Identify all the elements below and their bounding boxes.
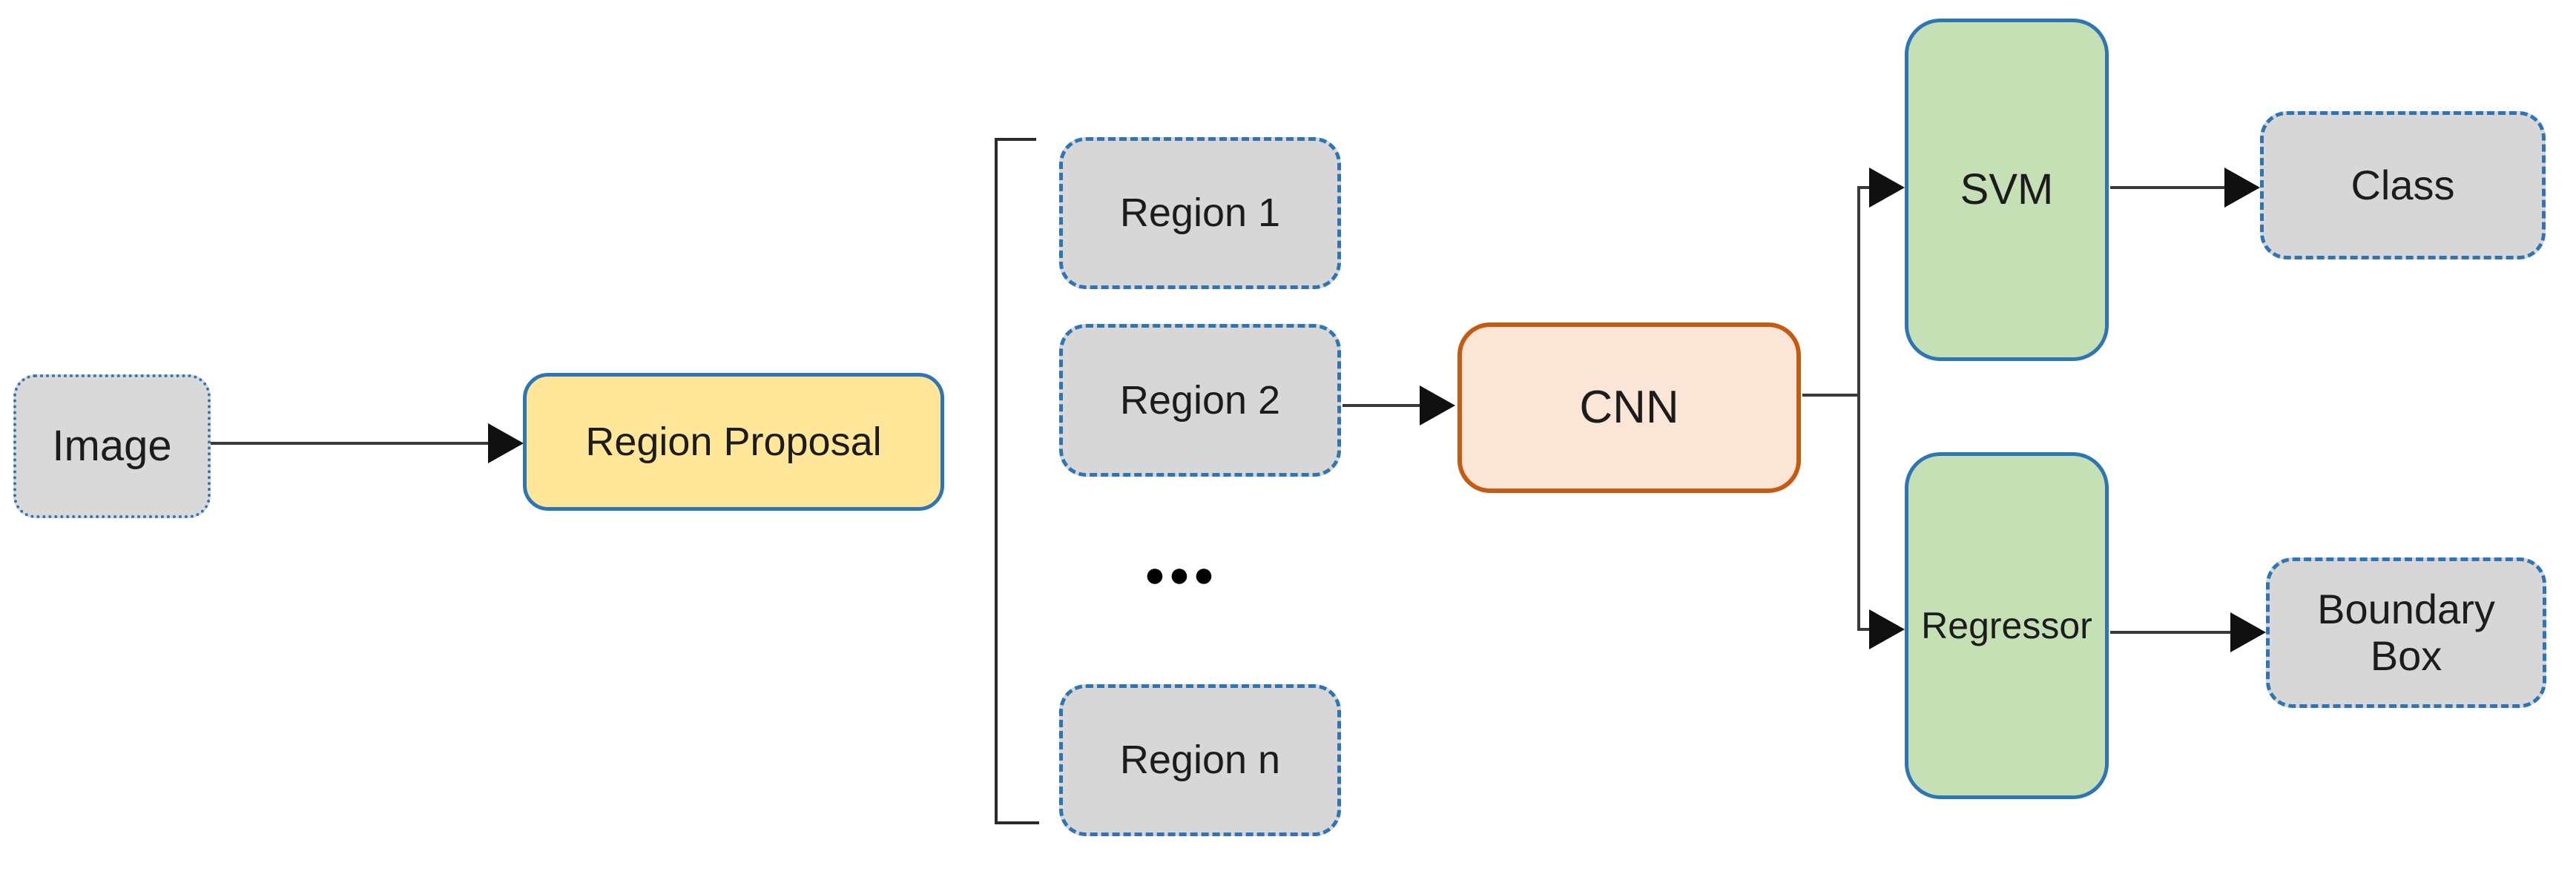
edge-regressor-to-boundary-box xyxy=(2110,631,2230,634)
node-image: Image xyxy=(13,374,211,518)
arrowhead-svm xyxy=(1869,168,1905,208)
ellipsis-dots-glyph: ●●● xyxy=(1144,554,1218,595)
regions-bracket-bottom-tick xyxy=(995,821,1039,824)
arrowhead-cnn xyxy=(1420,385,1455,426)
node-region-1: Region 1 xyxy=(1059,137,1341,289)
node-region-proposal: Region Proposal xyxy=(523,373,944,511)
node-region-2: Region 2 xyxy=(1059,324,1341,477)
regions-bracket-vertical xyxy=(995,138,998,824)
node-regressor: Regressor xyxy=(1905,452,2109,799)
edge-cnn-to-branch xyxy=(1802,394,1860,397)
node-cnn-label: CNN xyxy=(1579,382,1679,434)
edge-image-to-region-proposal xyxy=(211,442,490,445)
edge-svm-to-class xyxy=(2110,186,2226,189)
node-image-label: Image xyxy=(52,421,172,470)
node-class-label: Class xyxy=(2351,161,2455,208)
ellipsis-dots: ●●● xyxy=(1121,549,1240,600)
node-svm-label: SVM xyxy=(1960,165,2054,213)
node-region-2-label: Region 2 xyxy=(1119,377,1281,423)
arrowhead-region-proposal xyxy=(488,423,524,463)
node-boundary-box: Boundary Box xyxy=(2266,557,2546,708)
node-region-n-label: Region n xyxy=(1119,738,1281,783)
arrowhead-regressor xyxy=(1869,609,1905,649)
node-svm: SVM xyxy=(1905,19,2109,361)
node-region-n: Region n xyxy=(1059,684,1341,836)
edge-branch-to-regressor xyxy=(1857,628,1871,631)
node-region-proposal-label: Region Proposal xyxy=(585,419,882,464)
node-regressor-label: Regressor xyxy=(1921,605,2092,646)
regions-bracket-top-tick xyxy=(995,138,1036,141)
edge-region2-to-cnn xyxy=(1343,404,1421,407)
node-region-1-label: Region 1 xyxy=(1119,191,1281,236)
edge-branch-to-svm xyxy=(1857,186,1871,189)
arrowhead-class xyxy=(2224,168,2260,208)
branch-vertical-line xyxy=(1857,186,1860,631)
arrowhead-boundary-box xyxy=(2230,612,2266,652)
node-cnn: CNN xyxy=(1457,322,1801,493)
node-boundary-box-label: Boundary Box xyxy=(2317,585,2495,679)
node-class: Class xyxy=(2260,111,2546,259)
